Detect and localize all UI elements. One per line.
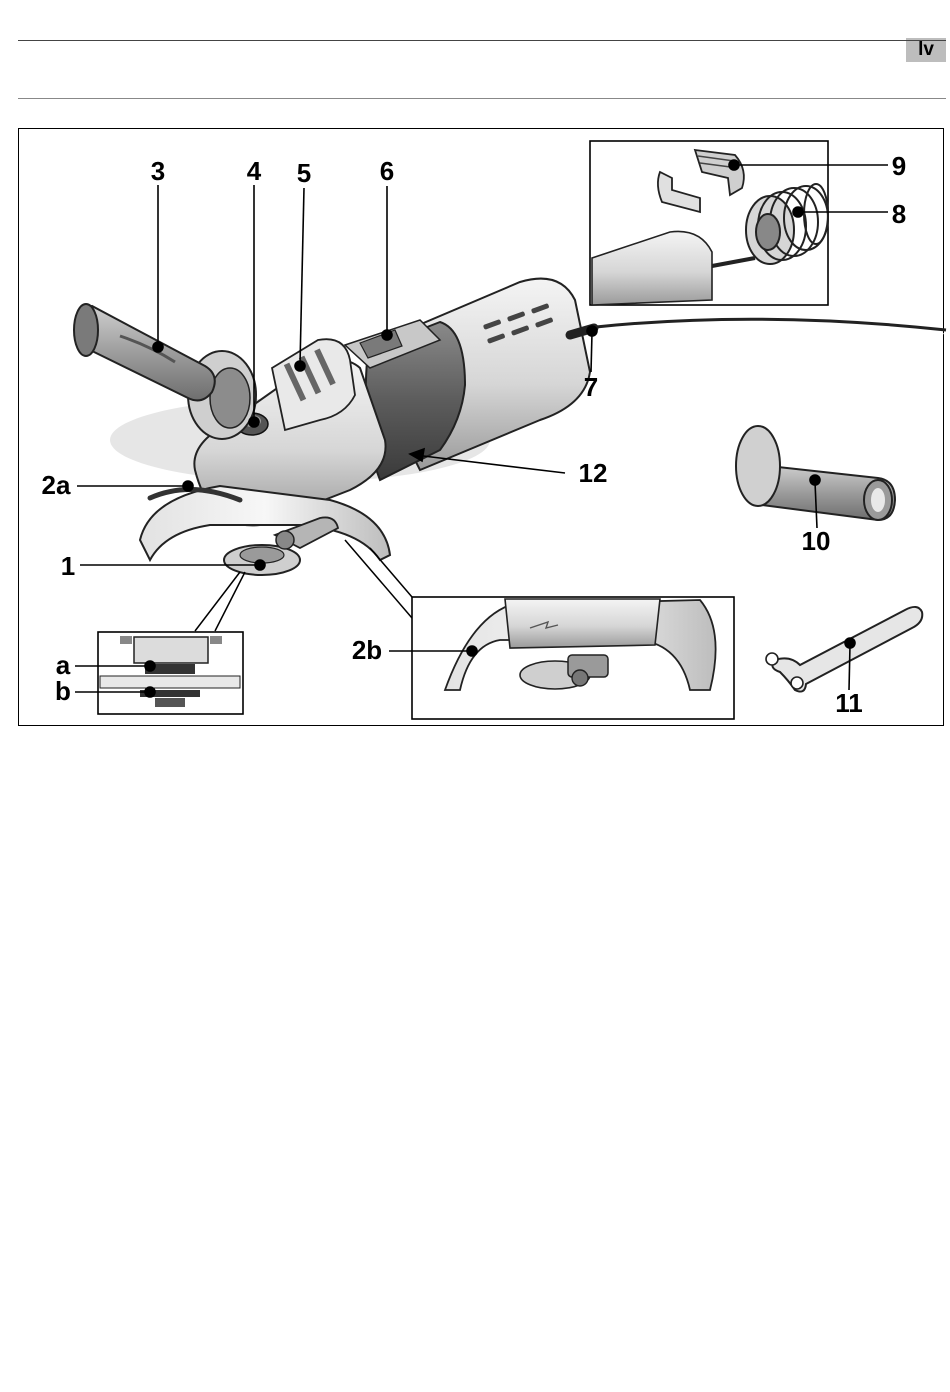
callout-12: 12 bbox=[579, 458, 608, 488]
callout-2a: 2a bbox=[42, 470, 71, 500]
callout-4: 4 bbox=[247, 156, 262, 186]
callout-2b: 2b bbox=[352, 635, 382, 665]
callout-b: b bbox=[55, 676, 71, 706]
callout-3: 3 bbox=[151, 156, 165, 186]
protective-guard bbox=[140, 486, 390, 575]
callout-5: 5 bbox=[297, 158, 311, 188]
power-cord bbox=[570, 319, 946, 335]
two-pin-spanner bbox=[766, 607, 922, 692]
callout-11: 11 bbox=[835, 688, 863, 718]
callout-7: 7 bbox=[584, 372, 598, 402]
callout-8: 8 bbox=[892, 199, 906, 229]
inset-guard-2b bbox=[345, 540, 734, 719]
callout-1: 1 bbox=[61, 551, 75, 581]
callout-9: 9 bbox=[892, 151, 906, 181]
callout-6: 6 bbox=[380, 156, 394, 186]
auxiliary-handle bbox=[74, 304, 215, 400]
callout-10: 10 bbox=[802, 526, 831, 556]
